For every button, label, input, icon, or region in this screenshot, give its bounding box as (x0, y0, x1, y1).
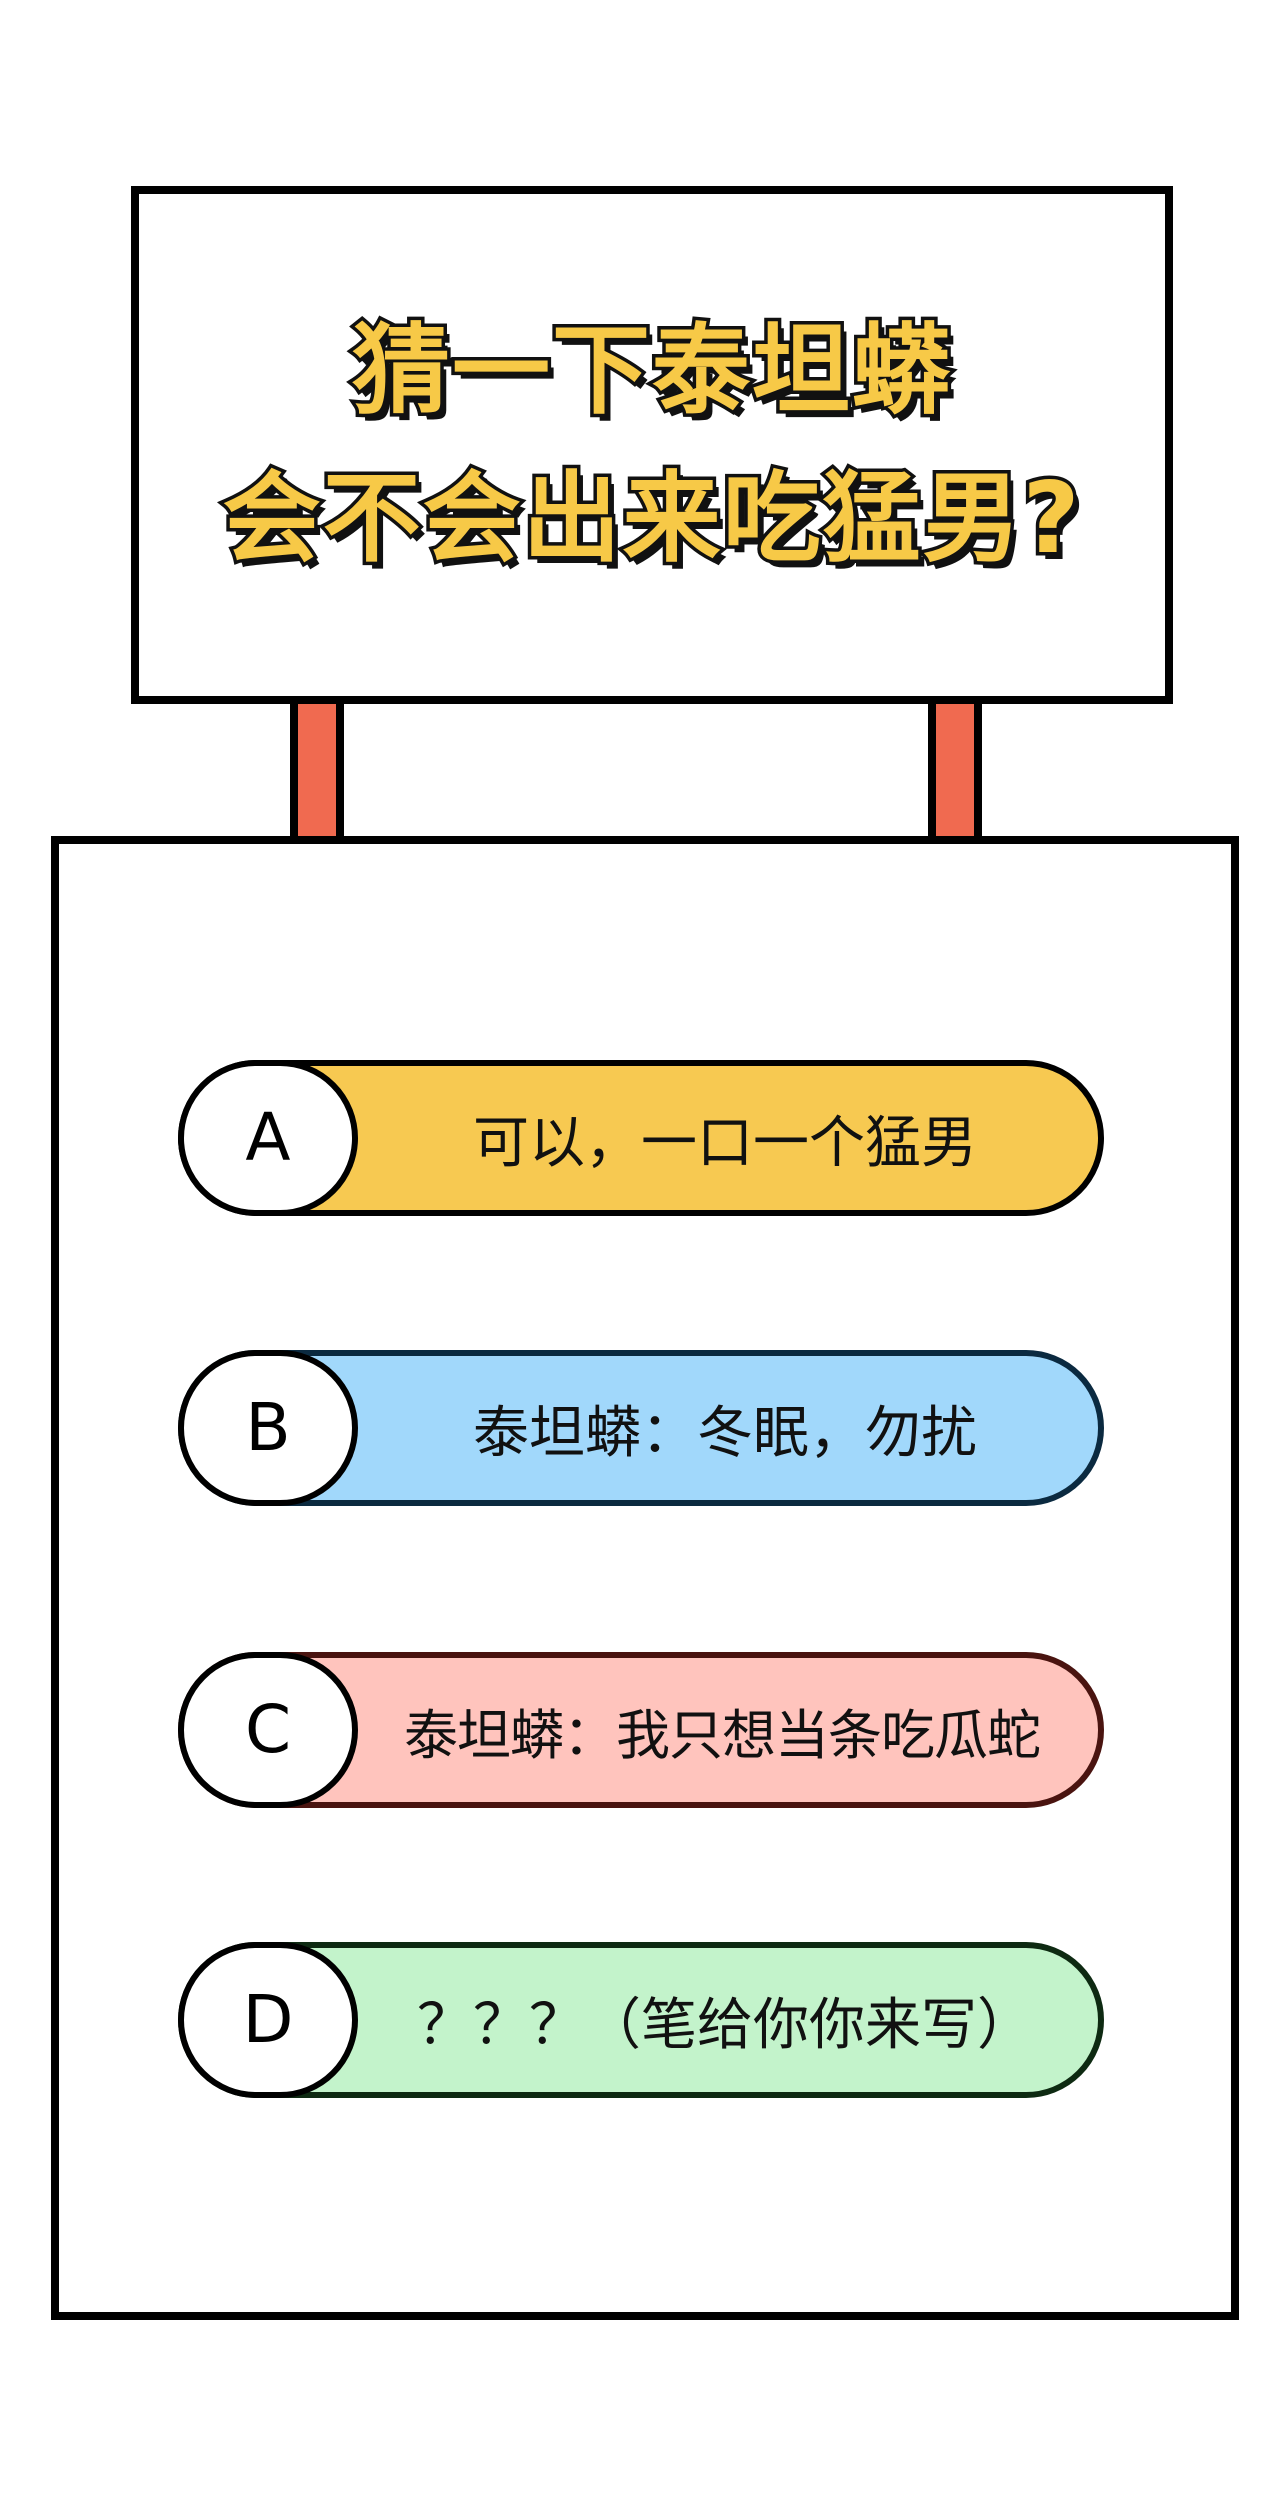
sign-post-right (928, 704, 982, 840)
option-c-letter: C (244, 1691, 292, 1768)
option-c-letter-badge: C (178, 1652, 358, 1808)
option-d-text: ？？？（笔给你你来写） (417, 1992, 1033, 2058)
option-c-button[interactable]: C 泰坦蟒：我只想当条吃瓜蛇 (178, 1652, 1104, 1808)
option-a-button[interactable]: A 可以，一口一个猛男 (178, 1060, 1104, 1216)
title-line-2: 会不会出来吃猛男? (219, 458, 1083, 579)
option-b-letter: B (245, 1389, 291, 1466)
option-d-letter-badge: D (178, 1942, 358, 2098)
option-b-letter-badge: B (178, 1350, 358, 1506)
option-c-text: 泰坦蟒：我只想当条吃瓜蛇 (404, 1703, 1041, 1767)
sign-post-left (290, 704, 344, 840)
option-a-letter-badge: A (178, 1060, 358, 1216)
option-a-text: 可以，一口一个猛男 (473, 1110, 977, 1176)
option-b-button[interactable]: B 泰坦蟒：冬眠，勿扰 (178, 1350, 1104, 1506)
title-sign-board: 猜一下泰坦蟒 会不会出来吃猛男? (131, 186, 1173, 704)
option-a-letter: A (245, 1099, 291, 1176)
option-b-text: 泰坦蟒：冬眠，勿扰 (473, 1400, 977, 1466)
option-d-button[interactable]: D ？？？（笔给你你来写） (178, 1942, 1104, 2098)
option-d-letter: D (242, 1981, 294, 2058)
title-line-1: 猜一下泰坦蟒 (348, 310, 953, 431)
